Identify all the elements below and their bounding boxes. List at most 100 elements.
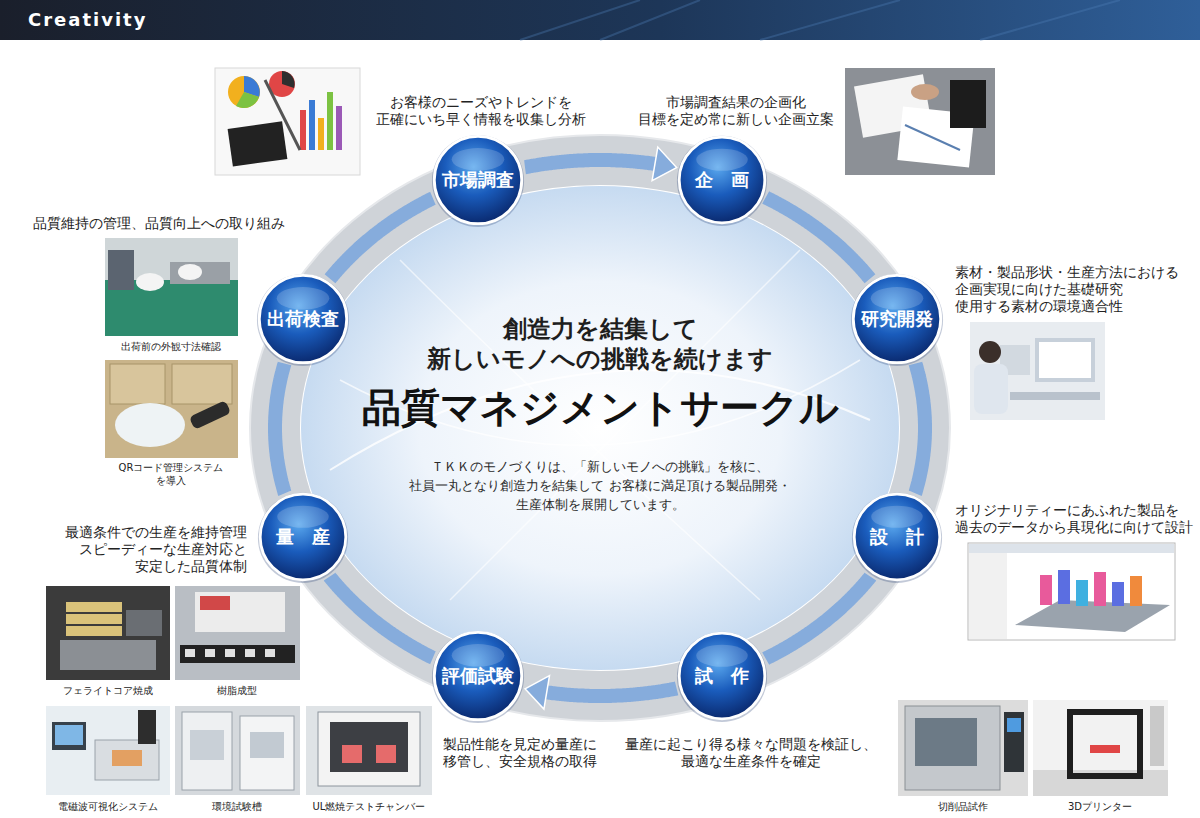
- circle-text-box: 設 計: [870, 526, 924, 548]
- photo-research-part: [979, 341, 1001, 363]
- ring-connector-line: [766, 577, 871, 659]
- photo-em-visualization-part: [112, 750, 142, 766]
- photo-design-screen-part: [1040, 575, 1052, 605]
- step-description: 製品性能を見定め量産に 移管し、安全規格の取得: [443, 736, 625, 770]
- circle-text-box: 企 画: [695, 169, 749, 191]
- photo-qr-system: [105, 360, 238, 458]
- photo-caption: フェライトコア焼成: [43, 684, 173, 697]
- process-label: 量 産: [276, 526, 330, 548]
- ring-connector: [766, 197, 870, 278]
- photo-resin-molding-part: [185, 649, 195, 657]
- process-circle: 試 作: [676, 630, 768, 722]
- arrow-head: [652, 147, 677, 181]
- photo-ferrite-firing: [46, 586, 170, 680]
- photo-ferrite-firing-part: [126, 610, 162, 636]
- photo-market-research: [215, 68, 360, 175]
- photo-resin-molding: [175, 586, 300, 680]
- process-label: 評価試験: [442, 665, 514, 687]
- circle-shadow: [677, 632, 767, 722]
- photo-resin-molding-part: [225, 649, 235, 657]
- photo-planning-part: [905, 125, 960, 150]
- photo-em-visualization-part: [95, 740, 159, 780]
- circle-shadow: [257, 274, 349, 366]
- photo-em-visualization-part: [52, 722, 86, 750]
- photo-market-research-part: [309, 100, 315, 150]
- photo-em-visualization-part: [46, 706, 170, 795]
- photo-market-research-part: [215, 68, 360, 175]
- photo-caption: 樹脂成型: [172, 684, 302, 697]
- arrow-head: [525, 676, 550, 710]
- process-label: 試 作: [695, 665, 749, 687]
- circle-text-box: 研究開発: [861, 308, 933, 330]
- photo-resin-molding-part: [195, 592, 285, 632]
- photo-market-research-part: [228, 76, 260, 108]
- photo-3d-printer-part: [1150, 706, 1164, 766]
- photo-cutting-prototype-part: [898, 700, 1028, 796]
- circle-body: [679, 633, 765, 719]
- photo-resin-molding-part: [175, 586, 300, 680]
- circle-body: [854, 494, 940, 580]
- circle-highlight: [696, 645, 748, 667]
- process-circle: 市場調査: [431, 133, 525, 227]
- photo-research-part: [1010, 392, 1100, 400]
- photo-caption: UL燃焼テストチャンバー: [304, 800, 434, 813]
- circle-shadow: [432, 135, 524, 227]
- photo-em-visualization-part: [55, 725, 83, 745]
- photo-design-screen-part: [1058, 570, 1070, 604]
- header-bar: [0, 0, 1200, 40]
- cycle-ring-part: [250, 135, 950, 721]
- step-description: お客様のニーズやトレンドを 正確にいち早く情報を収集し分析: [366, 94, 596, 128]
- photo-ul-chamber-part: [306, 706, 432, 795]
- photo-planning: [845, 68, 995, 175]
- ring-connector-line: [766, 197, 870, 278]
- photo-qr-system-part: [189, 400, 231, 430]
- photo-appearance-check-part: [170, 262, 230, 284]
- photo-ferrite-firing-part: [46, 586, 170, 680]
- circle-text-box: 評価試験: [442, 665, 514, 687]
- circle-highlight: [277, 506, 329, 528]
- step-description: オリジナリティーにあふれた製品を 過去のデータから具現化に向けて設計: [955, 502, 1191, 536]
- photo-environment-chamber-part: [190, 730, 224, 760]
- photo-market-research-part: [300, 110, 306, 150]
- circle-highlight: [452, 644, 505, 667]
- circle-text-box: 試 作: [695, 665, 749, 687]
- process-circle: 出荷検査: [256, 272, 350, 366]
- ring-connector-line: [330, 577, 433, 658]
- photo-caption: 出荷前の外観寸法確認: [106, 340, 236, 353]
- photo-planning-part: [911, 84, 939, 100]
- circle-shadow: [432, 631, 524, 723]
- photo-ferrite-firing-part: [60, 640, 156, 670]
- ring-connector: [915, 364, 925, 494]
- photo-resin-molding-part: [245, 649, 255, 657]
- photo-ul-chamber-part: [318, 712, 420, 786]
- photo-research-part: [1039, 342, 1091, 378]
- photo-research-part: [970, 322, 1105, 420]
- photo-market-research-part: [336, 106, 342, 150]
- circle-shadow: [852, 493, 942, 583]
- header-bar-part: [0, 0, 1200, 40]
- process-label: 企 画: [695, 169, 749, 191]
- photo-appearance-check: [105, 238, 238, 336]
- step-description: 品質維持の管理、品質向上への取り組み: [33, 215, 295, 232]
- photo-market-research-part: [236, 92, 259, 108]
- circle-body: [259, 275, 346, 362]
- photo-caption: 環境試験槽: [172, 800, 302, 813]
- ring-connector-line: [545, 688, 677, 696]
- process-circle: 評価試験: [431, 629, 525, 723]
- photo-caption: 切削品試作: [898, 800, 1028, 813]
- photo-design-screen: [968, 543, 1175, 640]
- step-description: 量産に起こり得る様々な問題を検証し、 最適な生産条件を確定: [618, 736, 884, 770]
- photo-3d-printer-part: [1090, 745, 1120, 753]
- photo-design-screen-part: [1130, 576, 1142, 606]
- photo-ul-chamber-part: [330, 722, 408, 772]
- photo-resin-molding-part: [265, 649, 275, 657]
- photo-ferrite-firing-part: [66, 626, 122, 636]
- photo-design-screen-part: [969, 553, 1007, 639]
- photo-market-research-part: [228, 121, 288, 166]
- ring-connector: [525, 147, 677, 181]
- circle-shadow: [851, 274, 943, 366]
- photo-research: [970, 322, 1105, 420]
- circle-text-box: 市場調査: [442, 169, 514, 191]
- photo-ul-chamber: [306, 706, 432, 795]
